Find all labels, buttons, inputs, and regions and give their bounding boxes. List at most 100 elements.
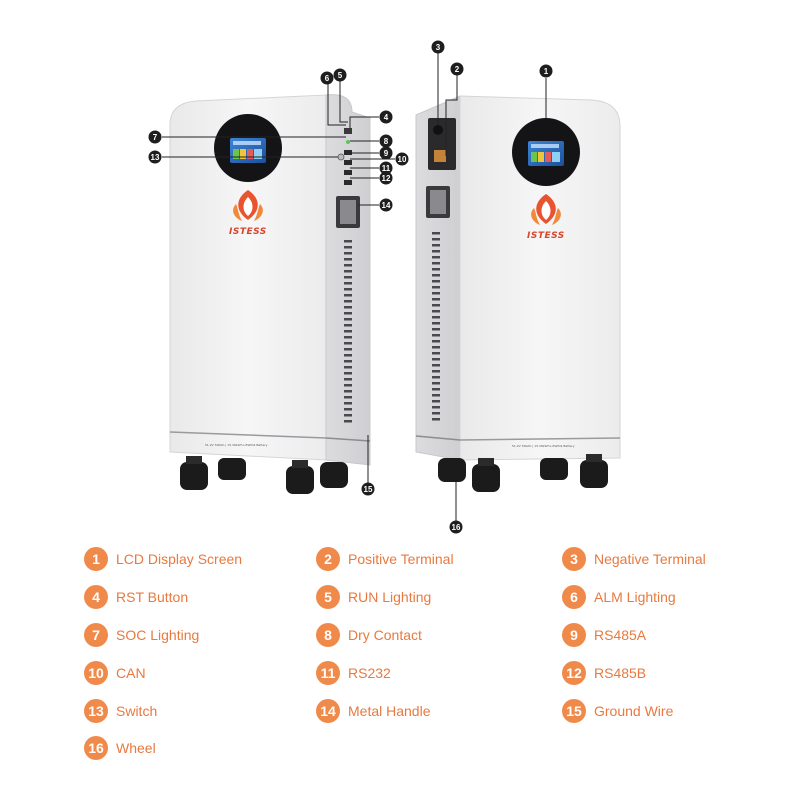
vent-slot — [344, 252, 352, 255]
callout-15: 15 — [361, 482, 375, 496]
vent-slot — [344, 402, 352, 405]
legend-item-15: 15 Ground Wire — [562, 698, 673, 724]
legend-item-9: 9 RS485A — [562, 622, 646, 648]
vent-slot — [432, 418, 440, 421]
vent-slot — [344, 318, 352, 321]
vent-slot — [432, 322, 440, 325]
callout-8: 8 — [379, 134, 393, 148]
front-panel — [459, 95, 621, 461]
legend-badge: 1 — [84, 547, 108, 571]
svg-text:8: 8 — [384, 137, 389, 146]
vent-slots — [344, 240, 352, 423]
vent-slot — [432, 304, 440, 307]
vent-slot — [432, 316, 440, 319]
callout-6: 6 — [320, 71, 334, 85]
vent-slot — [344, 258, 352, 261]
legend-label: Negative Terminal — [594, 551, 706, 567]
svg-text:ISTESS: ISTESS — [527, 231, 565, 241]
vent-slot — [432, 346, 440, 349]
vent-slot — [432, 256, 440, 259]
vent-slot — [432, 310, 440, 313]
callout-3: 3 — [431, 40, 445, 54]
vent-slot — [344, 348, 352, 351]
vent-slot — [432, 328, 440, 331]
bottom-stripe — [459, 437, 621, 441]
legend-label: CAN — [116, 665, 146, 681]
svg-text:12: 12 — [382, 174, 391, 183]
svg-text:10: 10 — [398, 155, 407, 164]
legend-item-3: 3 Negative Terminal — [562, 546, 706, 572]
vent-slot — [344, 336, 352, 339]
vent-slot — [432, 358, 440, 361]
vent-slot — [432, 412, 440, 415]
vent-slot — [432, 280, 440, 283]
callout-14: 14 — [379, 198, 393, 212]
svg-text:13: 13 — [151, 153, 160, 162]
legend-label: SOC Lighting — [116, 627, 200, 643]
svg-text:14: 14 — [382, 201, 391, 210]
vent-slot — [432, 394, 440, 397]
callout-2: 2 — [450, 62, 464, 76]
terminals — [426, 118, 456, 218]
legend-badge: 11 — [316, 661, 340, 685]
vent-slot — [344, 282, 352, 285]
positive-terminal — [434, 150, 446, 162]
legend-badge: 16 — [84, 736, 108, 760]
vent-slot — [344, 330, 352, 333]
product-figure: 51.2V 300Ah | 15.36kWh LiFePO4 Battery I… — [148, 40, 621, 534]
vent-slots — [432, 232, 440, 421]
callout-11: 11 — [379, 161, 393, 175]
svg-text:6: 6 — [325, 74, 330, 83]
battery-unit-right: 51.2V 300Ah | 15.36kWh LiFePO4 Battery I… — [415, 95, 621, 492]
legend-badge: 10 — [84, 661, 108, 685]
svg-text:5: 5 — [338, 71, 343, 80]
negative-terminal — [433, 125, 443, 135]
callout-badges: 1 2 3 4 5 6 7 8 9 10 11 12 13 14 15 16 — [148, 40, 553, 534]
svg-text:2: 2 — [455, 65, 460, 74]
vent-slot — [344, 324, 352, 327]
vent-slot — [344, 342, 352, 345]
vent-slot — [344, 372, 352, 375]
legend-label: Switch — [116, 703, 158, 719]
vent-slot — [432, 292, 440, 295]
vent-slot — [432, 388, 440, 391]
vent-slot — [344, 240, 352, 243]
leader-lines — [162, 53, 547, 524]
callout-5: 5 — [333, 68, 347, 82]
legend-item-6: 6 ALM Lighting — [562, 584, 676, 610]
vent-slot — [344, 312, 352, 315]
svg-text:4: 4 — [384, 113, 389, 122]
svg-text:11: 11 — [382, 164, 391, 173]
vent-slot — [432, 400, 440, 403]
vent-slot — [344, 360, 352, 363]
vent-slot — [432, 364, 440, 367]
vent-slot — [344, 300, 352, 303]
callout-1: 1 — [539, 64, 553, 78]
vent-slot — [432, 340, 440, 343]
legend-label: Dry Contact — [348, 627, 422, 643]
vent-slot — [432, 244, 440, 247]
legend-item-1: 1 LCD Display Screen — [84, 546, 242, 572]
vent-slot — [432, 268, 440, 271]
vent-slot — [432, 376, 440, 379]
legend-item-8: 8 Dry Contact — [316, 622, 422, 648]
vent-slot — [344, 408, 352, 411]
legend-badge: 8 — [316, 623, 340, 647]
vent-slot — [344, 294, 352, 297]
svg-text:7: 7 — [153, 133, 158, 142]
vent-slot — [344, 390, 352, 393]
vent-slot — [432, 274, 440, 277]
legend-badge: 4 — [84, 585, 108, 609]
vent-slot — [344, 414, 352, 417]
vent-slot — [432, 406, 440, 409]
svg-text:1: 1 — [544, 67, 549, 76]
legend-badge: 6 — [562, 585, 586, 609]
legend-label: RS485A — [594, 627, 647, 643]
legend-label: RST Button — [116, 589, 189, 605]
vent-slot — [432, 262, 440, 265]
callout-16: 16 — [449, 520, 463, 534]
callout-13: 13 — [148, 150, 162, 164]
vent-slot — [432, 352, 440, 355]
callout-9: 9 — [379, 146, 393, 160]
vent-slot — [432, 334, 440, 337]
